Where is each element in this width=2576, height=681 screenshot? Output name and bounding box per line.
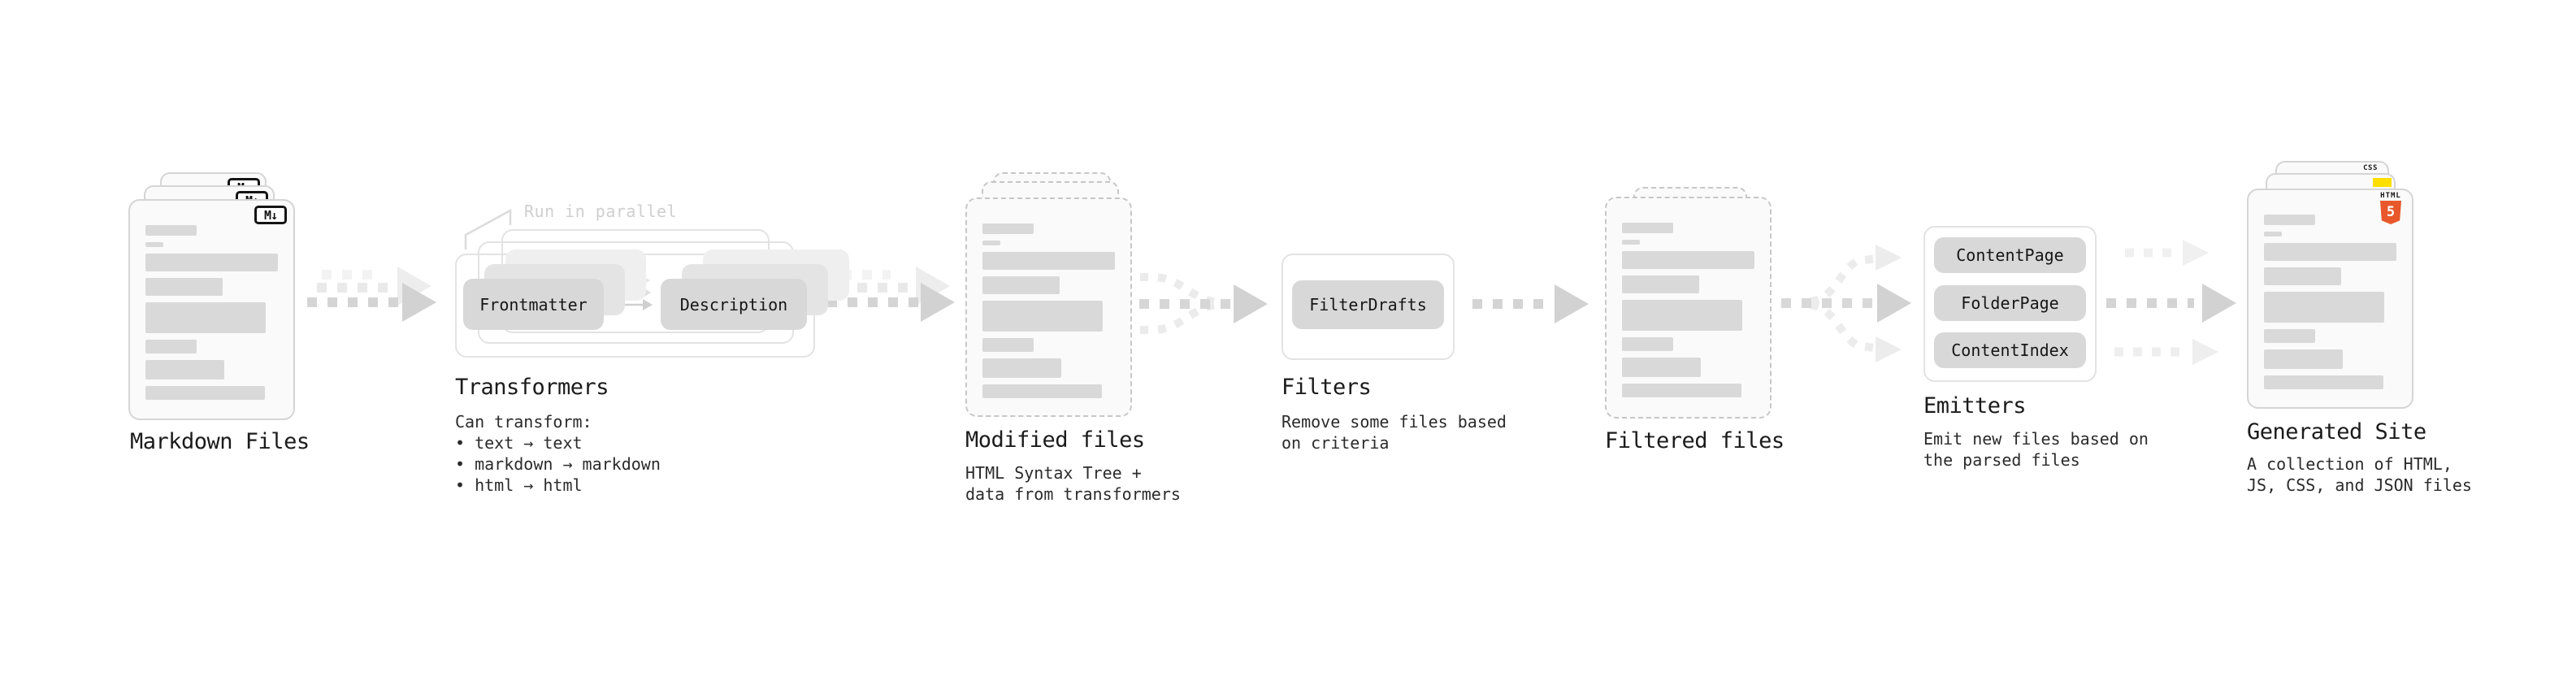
arrow-markdown-to-transformers <box>307 267 436 322</box>
run-in-parallel-callout-line <box>464 208 512 249</box>
arrows-emitters-to-generated <box>2106 240 2236 365</box>
arrow-modified-to-filters-merge <box>1139 273 1268 334</box>
transformer-parallel-arrows <box>612 275 653 310</box>
arrow-filtered-to-emitters-fanout <box>1781 245 1911 362</box>
arrow-transformers-to-modified <box>827 267 955 322</box>
arrow-filters-to-filtered <box>1472 284 1589 323</box>
